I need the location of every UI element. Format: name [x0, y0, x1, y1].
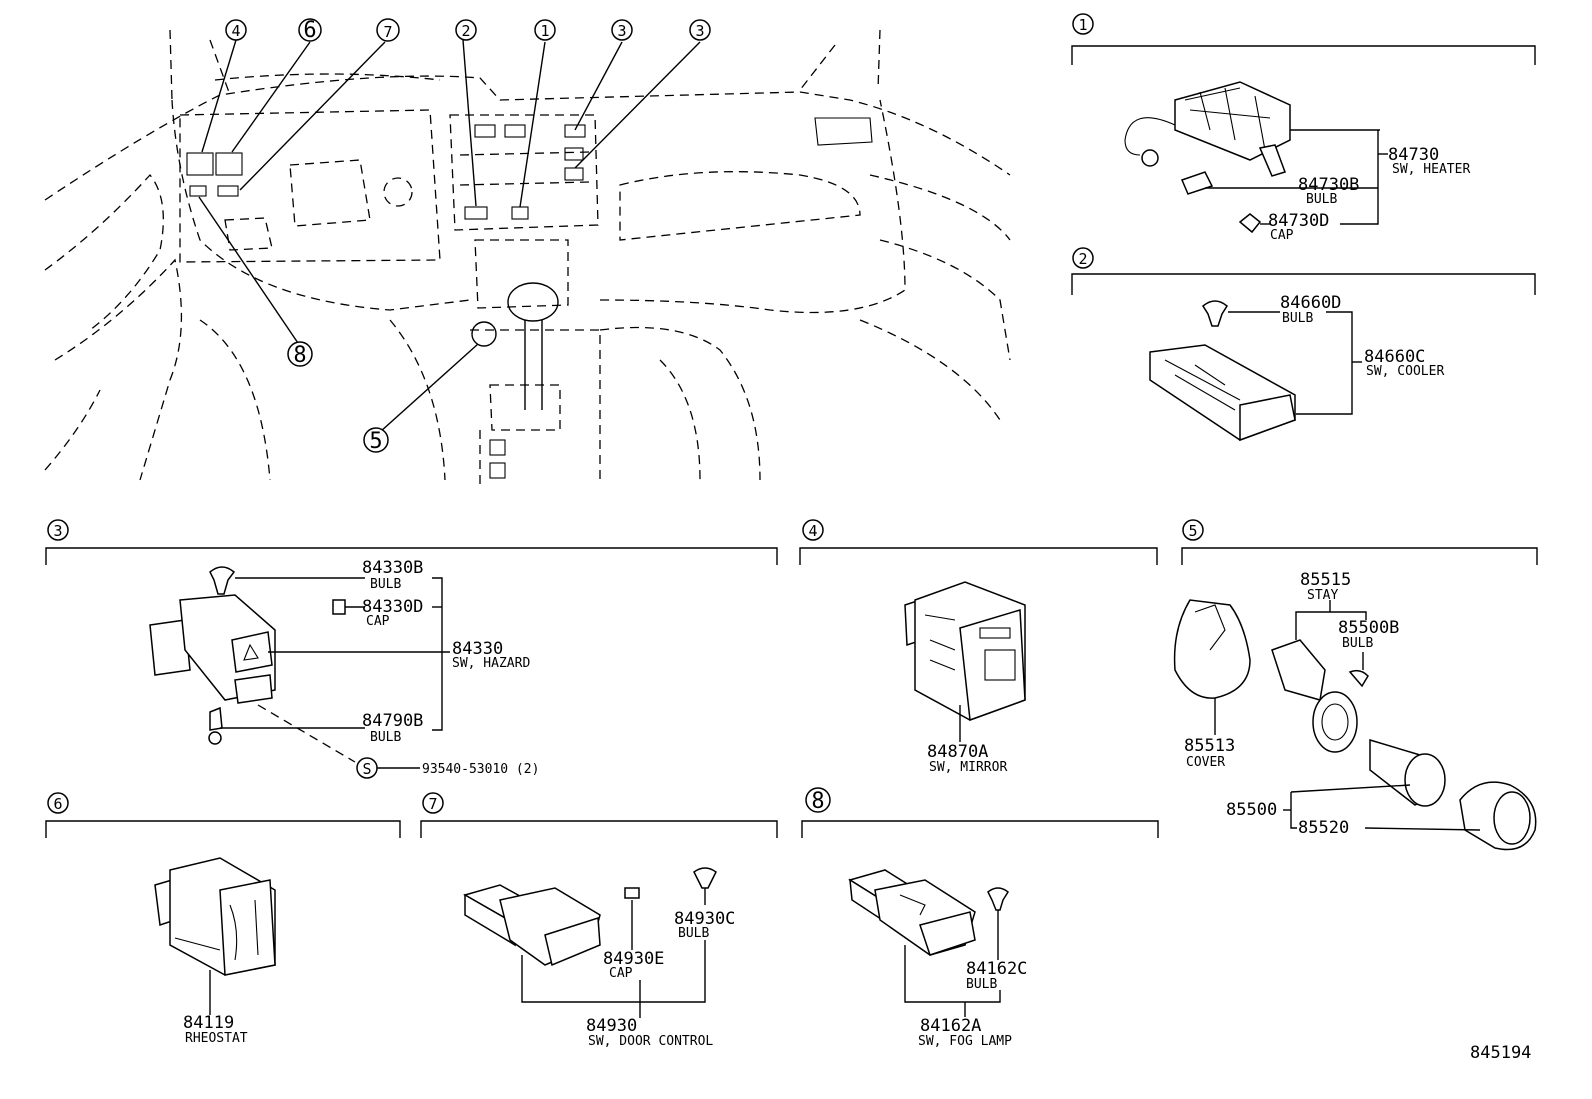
- rheostat-illustration: [154, 857, 276, 976]
- svg-text:SW, MIRROR: SW, MIRROR: [929, 760, 1007, 775]
- svg-text:85520: 85520: [1298, 818, 1349, 838]
- svg-text:84930C: 84930C: [674, 909, 735, 929]
- callout-4: 4: [225, 19, 247, 41]
- svg-text:2: 2: [1078, 250, 1087, 268]
- svg-text:84790B: 84790B: [362, 711, 423, 731]
- svg-text:6: 6: [53, 795, 62, 813]
- svg-text:BULB: BULB: [966, 977, 997, 992]
- fog-lamp-switch-illustration: [848, 869, 1009, 956]
- svg-text:85513: 85513: [1184, 736, 1235, 756]
- svg-text:84330D: 84330D: [362, 597, 423, 617]
- cooler-switch-illustration: [1149, 300, 1296, 442]
- svg-text:84330: 84330: [452, 639, 503, 659]
- svg-text:BULB: BULB: [370, 730, 401, 745]
- callout-5: 5: [363, 427, 389, 454]
- section-8: 8 84162C BULB 84162A SW, FOG LAMP: [801, 787, 1159, 1049]
- callout-3a: 3: [611, 19, 633, 41]
- svg-text:7: 7: [383, 23, 392, 41]
- svg-text:84730B: 84730B: [1298, 175, 1359, 195]
- svg-text:BULB: BULB: [678, 926, 709, 941]
- svg-text:3: 3: [53, 522, 62, 540]
- hazard-switch-illustration: [149, 566, 346, 745]
- svg-text:8: 8: [293, 343, 306, 368]
- svg-text:4: 4: [231, 22, 240, 40]
- svg-text:1: 1: [540, 22, 549, 40]
- callout-7: 7: [376, 18, 400, 42]
- svg-text:6: 6: [303, 18, 316, 43]
- svg-text:CAP: CAP: [366, 614, 390, 629]
- svg-text:84162A: 84162A: [920, 1016, 981, 1036]
- section-5: 5 85515 STAY 85500B BULB 85513 COVER 855…: [1173, 519, 1538, 851]
- svg-text:84730: 84730: [1388, 145, 1439, 165]
- svg-text:84930: 84930: [586, 1016, 637, 1036]
- svg-text:84730D: 84730D: [1268, 211, 1329, 231]
- svg-text:CAP: CAP: [1270, 228, 1294, 243]
- section-2: 2 84660D BULB 84660C SW, COOLER: [1071, 247, 1536, 442]
- svg-text:84660D: 84660D: [1280, 293, 1341, 313]
- diagram-id: 845194: [1470, 1043, 1531, 1063]
- svg-text:BULB: BULB: [370, 577, 401, 592]
- section-3: 3 84330B BULB 84330D CAP 84330 SW, HAZAR…: [45, 519, 778, 779]
- svg-text:STAY: STAY: [1307, 588, 1338, 603]
- lighter-illustration: [1173, 599, 1537, 851]
- svg-text:BULB: BULB: [1342, 636, 1373, 651]
- section-6: 6 84119 RHEOSTAT: [45, 792, 401, 1046]
- svg-text:84119: 84119: [183, 1013, 234, 1033]
- svg-text:85515: 85515: [1300, 570, 1351, 590]
- svg-text:85500: 85500: [1226, 800, 1277, 820]
- section-7: 7 84930C BULB 84930E CAP 84930 SW, DOOR …: [420, 792, 778, 1049]
- svg-text:8: 8: [811, 789, 824, 814]
- svg-text:SW, COOLER: SW, COOLER: [1366, 364, 1444, 379]
- svg-text:3: 3: [695, 22, 704, 40]
- callout-6: 6: [298, 18, 322, 43]
- section-1: 1 84730 SW, HEATER 84730B BULB 84730D CA…: [1071, 13, 1536, 243]
- mirror-switch-illustration: [904, 581, 1026, 722]
- svg-text:93540-53010 (2): 93540-53010 (2): [422, 762, 539, 777]
- dashboard-overview: [44, 29, 1011, 485]
- svg-text:CAP: CAP: [609, 966, 633, 981]
- svg-text:SW, HEATER: SW, HEATER: [1392, 162, 1470, 177]
- section-4: 4 84870A SW, MIRROR: [799, 519, 1158, 775]
- svg-text:SW, DOOR CONTROL: SW, DOOR CONTROL: [588, 1034, 713, 1049]
- svg-text:4: 4: [808, 522, 817, 540]
- svg-text:84330B: 84330B: [362, 558, 423, 578]
- svg-text:84162C: 84162C: [966, 959, 1027, 979]
- callout-3b: 3: [689, 19, 711, 41]
- svg-text:5: 5: [1188, 522, 1197, 540]
- callout-1: 1: [534, 19, 556, 41]
- overview-callouts: 4 6 7 2 1 3 3 8 5: [225, 18, 711, 454]
- callout-8: 8: [287, 341, 313, 368]
- svg-text:85500B: 85500B: [1338, 618, 1399, 638]
- svg-text:S: S: [362, 760, 371, 778]
- svg-text:BULB: BULB: [1306, 192, 1337, 207]
- svg-text:2: 2: [461, 22, 470, 40]
- svg-text:1: 1: [1078, 16, 1087, 34]
- svg-text:84930E: 84930E: [603, 949, 664, 969]
- callout-2: 2: [455, 19, 477, 41]
- svg-text:5: 5: [369, 429, 382, 454]
- svg-text:COVER: COVER: [1186, 755, 1225, 770]
- heater-switch-illustration: [1124, 81, 1291, 234]
- svg-text:3: 3: [617, 22, 626, 40]
- svg-text:SW, HAZARD: SW, HAZARD: [452, 656, 530, 671]
- svg-text:7: 7: [428, 795, 437, 813]
- svg-text:84660C: 84660C: [1364, 347, 1425, 367]
- svg-text:84870A: 84870A: [927, 742, 988, 762]
- svg-text:RHEOSTAT: RHEOSTAT: [185, 1031, 248, 1046]
- door-control-switch-illustration: [463, 867, 717, 967]
- svg-text:BULB: BULB: [1282, 311, 1313, 326]
- svg-text:SW, FOG LAMP: SW, FOG LAMP: [918, 1034, 1012, 1049]
